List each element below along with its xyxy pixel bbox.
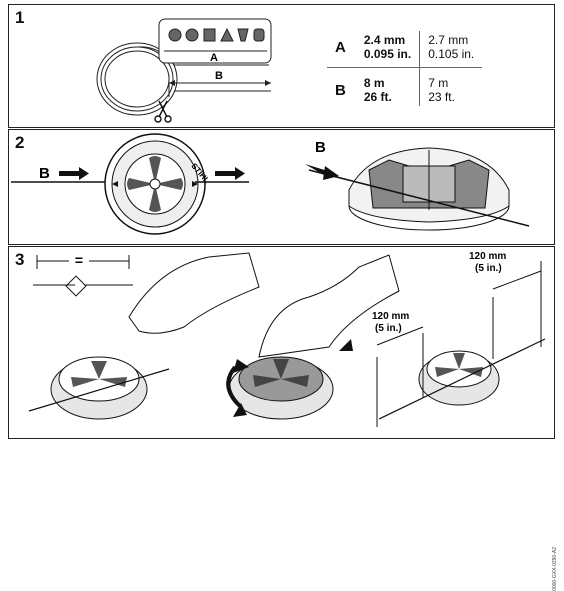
spec-primary: 2.4 mm 0.095 in. <box>355 31 421 68</box>
spec-alternate: 7 m 23 ft. <box>420 68 483 107</box>
dimension-imperial: (5 in.) <box>475 263 502 274</box>
spec-value: 2.4 mm <box>363 33 406 47</box>
step-2-panel: 2 B STIHL <box>8 129 555 245</box>
dimension-b-label: B <box>215 70 223 82</box>
rotate-arrow-icon <box>226 365 243 409</box>
document-id: 0000-GXX-0290-A2 <box>552 547 558 591</box>
arrow-right-icon <box>215 167 245 180</box>
mowing-head-illustration: B STIHL <box>11 133 530 235</box>
arrow-right-icon <box>305 164 339 180</box>
hand-illustration <box>258 254 400 358</box>
dimension-value: 120 mm <box>372 311 409 322</box>
mowing-head-middle <box>228 356 334 420</box>
line-feed-illustration: = <box>28 251 546 427</box>
hand-illustration <box>128 252 260 334</box>
spec-value: 7 m <box>428 76 449 90</box>
spec-alternate: 2.7 mm 0.105 in. <box>419 31 483 68</box>
spec-value: 0.095 in. <box>363 47 412 61</box>
arrow-icon <box>339 339 353 351</box>
mowing-head-left <box>28 356 170 420</box>
mowing-head-top-view: STIHL <box>104 133 211 235</box>
spec-value: 8 m <box>363 76 385 90</box>
arrow-icon <box>233 403 247 417</box>
spec-row-b: B 8 m 26 ft. 7 m 23 ft. <box>327 67 483 107</box>
line-spec-table: A 2.4 mm 0.095 in. 2.7 mm 0.105 in. B 8 … <box>327 31 483 107</box>
spec-value: 2.7 mm <box>428 33 469 47</box>
scissors-icon <box>154 100 172 123</box>
insert-line-label: B <box>39 165 50 182</box>
line-coil-illustration: A B <box>96 18 272 123</box>
step-number: 1 <box>15 8 25 27</box>
mowing-head-right <box>378 338 546 420</box>
dimension-a-label: A <box>210 52 218 64</box>
dimension-value: 120 mm <box>469 251 506 262</box>
spec-key: B <box>335 81 346 99</box>
mowing-head-cross-section <box>348 147 510 231</box>
spec-value: 0.105 in. <box>428 47 475 61</box>
step-1-panel: 1 A <box>8 4 555 128</box>
spec-primary: 8 m 26 ft. <box>355 67 421 106</box>
arrow-right-icon <box>59 167 89 180</box>
instruction-page: 1 A <box>8 4 558 591</box>
insert-line-label: B <box>315 139 326 156</box>
step-number: 3 <box>15 250 25 269</box>
spec-row-a: A 2.4 mm 0.095 in. 2.7 mm 0.105 in. <box>327 31 483 68</box>
step-number: 2 <box>15 133 25 152</box>
spec-key: A <box>327 31 356 68</box>
spec-value: 23 ft. <box>428 90 455 104</box>
dimension-lines <box>376 261 542 427</box>
dimension-imperial: (5 in.) <box>375 323 402 334</box>
step-3-panel: 3 = <box>8 246 558 591</box>
equal-length-inset <box>33 255 133 297</box>
spec-value: 26 ft. <box>363 90 392 104</box>
equals-sign: = <box>75 252 83 268</box>
